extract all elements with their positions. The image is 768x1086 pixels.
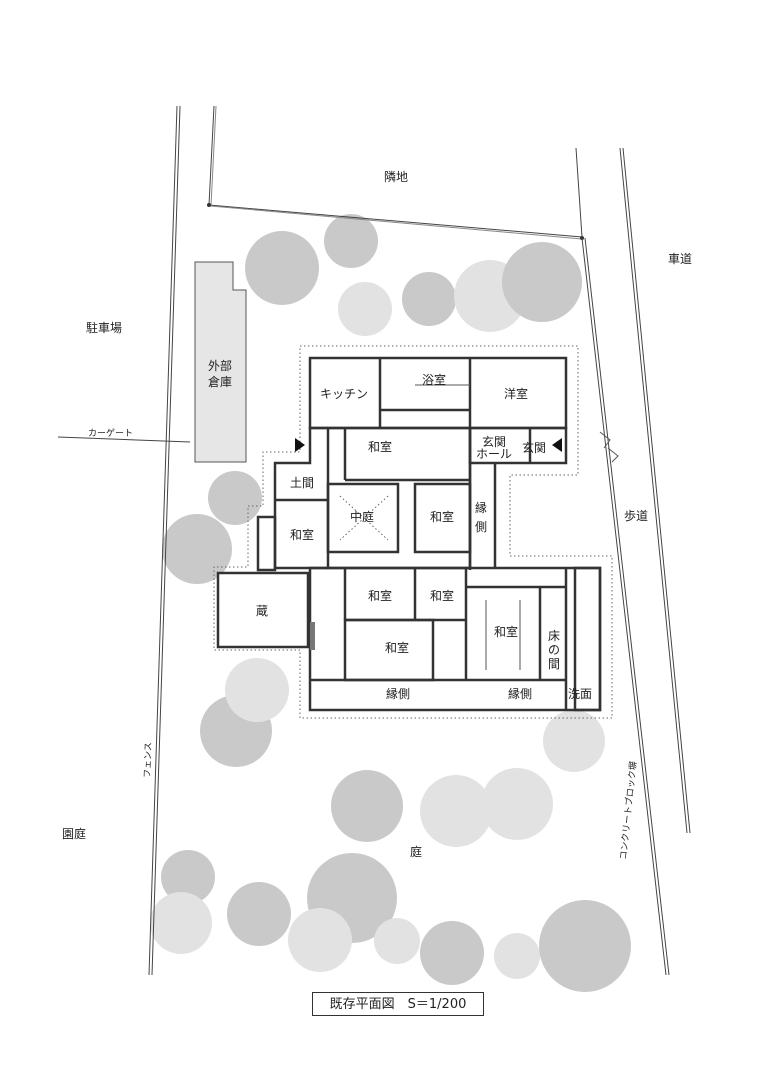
tree	[288, 908, 352, 972]
tree	[331, 770, 403, 842]
entrance-arrow-right	[552, 438, 562, 452]
room-western: 洋室	[504, 386, 528, 401]
tree	[481, 768, 553, 840]
room-engawa-2: 縁側	[508, 686, 532, 701]
tree	[324, 214, 378, 268]
room-washitsu-5: 和室	[430, 588, 454, 603]
tree	[245, 231, 319, 305]
tree	[225, 658, 289, 722]
label-parking: 駐車場	[86, 320, 122, 335]
room-washitsu-7: 和室	[385, 640, 409, 655]
eave-line	[213, 345, 613, 719]
room-engawa-v1: 縁	[475, 500, 487, 515]
tree	[150, 892, 212, 954]
tree	[420, 921, 484, 985]
tree	[402, 272, 456, 326]
tree	[161, 850, 215, 904]
label-neighbor: 隣地	[384, 169, 408, 184]
tree	[227, 882, 291, 946]
room-doma: 土間	[290, 476, 314, 490]
drawing-caption: 既存平面図 S＝1/200	[312, 992, 484, 1016]
label-kura: 蔵	[256, 604, 268, 618]
label-block-wall: コンクリートブロック塀	[617, 761, 639, 861]
room-engawa-1: 縁側	[386, 686, 410, 701]
room-entrance: 玄関	[522, 440, 546, 455]
site-boundaries	[57, 105, 691, 976]
tree	[420, 775, 492, 847]
room-tokonoma-1: 床	[548, 629, 560, 643]
room-engawa-v2: 側	[475, 520, 487, 534]
tree	[539, 900, 631, 992]
room-tokonoma-2: の	[548, 643, 560, 657]
room-tokonoma-3: 間	[548, 657, 560, 671]
label-garden-left: 園庭	[62, 826, 86, 841]
room-washitsu-4: 和室	[368, 588, 392, 603]
tree	[494, 933, 540, 979]
label-storage-1: 外部	[208, 358, 232, 373]
external-storage	[194, 261, 247, 463]
label-car-gate: カーゲート	[88, 427, 133, 439]
room-entrance-hall-1: 玄関	[482, 434, 506, 449]
label-storage-2: 倉庫	[208, 374, 232, 389]
trees	[150, 214, 631, 992]
tree	[338, 282, 392, 336]
room-bath: 浴室	[422, 372, 446, 387]
building-walls	[216, 356, 602, 712]
room-washitsu-1: 和室	[368, 439, 392, 454]
room-washitsu-3: 和室	[290, 527, 314, 542]
label-fence: フェンス	[143, 742, 154, 778]
room-courtyard: 中庭	[350, 509, 374, 524]
room-washitsu-2: 和室	[430, 509, 454, 524]
room-washitsu-6: 和室	[494, 624, 518, 639]
tree	[374, 918, 420, 964]
room-kitchen: キッチン	[320, 387, 368, 401]
room-washroom: 洗面	[568, 687, 592, 701]
label-road: 車道	[668, 252, 692, 266]
tree	[208, 471, 262, 525]
label-sidewalk: 歩道	[624, 508, 648, 523]
room-entrance-hall-2: ホール	[476, 447, 512, 461]
entrance-arrow-left	[295, 438, 305, 452]
tree	[502, 242, 582, 322]
tree	[543, 710, 605, 772]
label-garden: 庭	[410, 844, 422, 859]
